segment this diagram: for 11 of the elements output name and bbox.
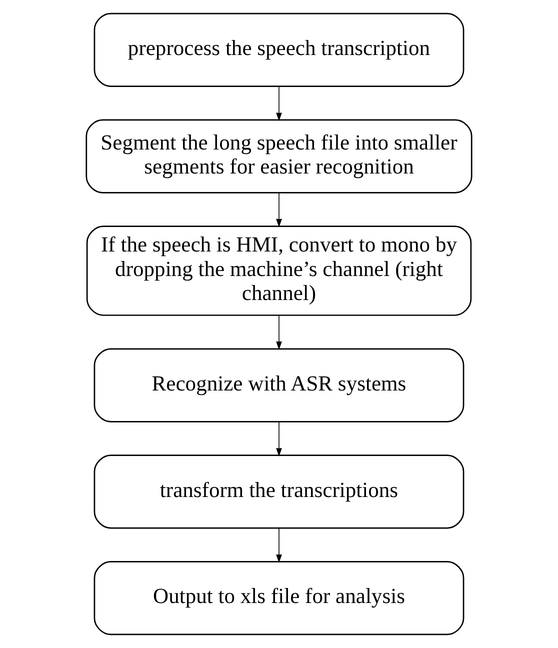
arrow (276, 86, 282, 122)
node-box: If the speech is HMI, convert to mono by dropping the machine’s channel (right channel) (86, 226, 472, 316)
node-box: Segment the long speech file into smaller segments for easier recognition (86, 119, 472, 194)
node-box: Recognize with ASR systems (94, 348, 464, 422)
arrow (276, 528, 282, 563)
node-box: Output to xls file for analysis (94, 561, 464, 636)
node-box: preprocess the speech transcription (94, 12, 464, 87)
arrow (276, 192, 282, 228)
arrow (276, 421, 282, 456)
node-box: transform the transcriptions (94, 454, 464, 529)
arrow (276, 315, 282, 350)
